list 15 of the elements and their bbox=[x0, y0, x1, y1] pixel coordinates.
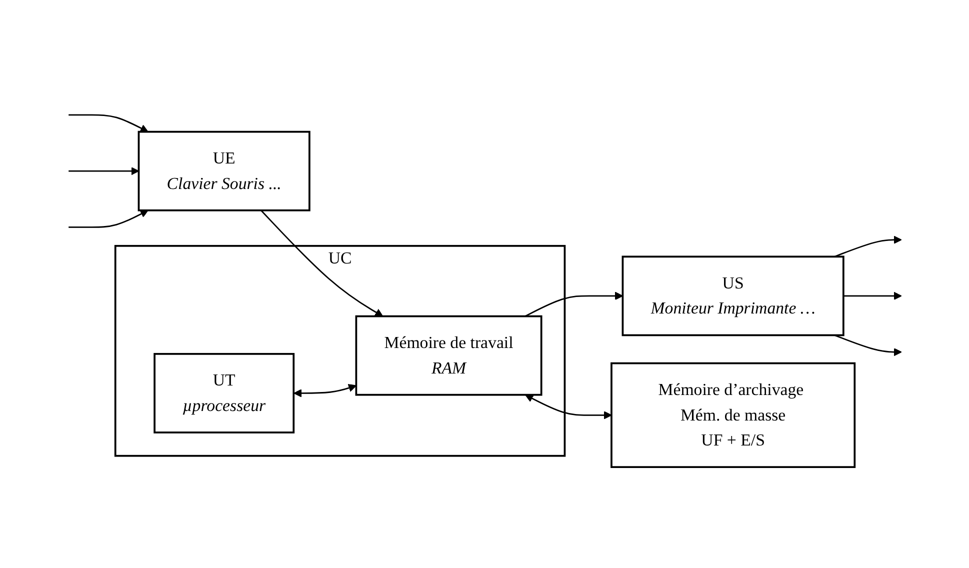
arrow bbox=[260, 210, 383, 317]
arrow bbox=[68, 210, 148, 228]
node-box: Mémoire de travail RAM bbox=[354, 315, 542, 396]
arrow bbox=[68, 114, 148, 132]
arrow bbox=[68, 166, 139, 176]
arrow bbox=[834, 334, 902, 356]
arrow bbox=[524, 292, 623, 317]
node-box: UE Clavier Souris ... bbox=[137, 130, 310, 212]
arrow bbox=[293, 384, 356, 398]
node-box: UT µprocesseur bbox=[153, 352, 294, 434]
node-box: US Moniteur Imprimante … bbox=[621, 256, 844, 336]
arrow bbox=[834, 236, 902, 258]
arrow bbox=[524, 394, 612, 420]
arrow bbox=[842, 292, 902, 300]
node-box: Mémoire d’archivage Mém. de masse UF + E/S bbox=[610, 362, 856, 468]
